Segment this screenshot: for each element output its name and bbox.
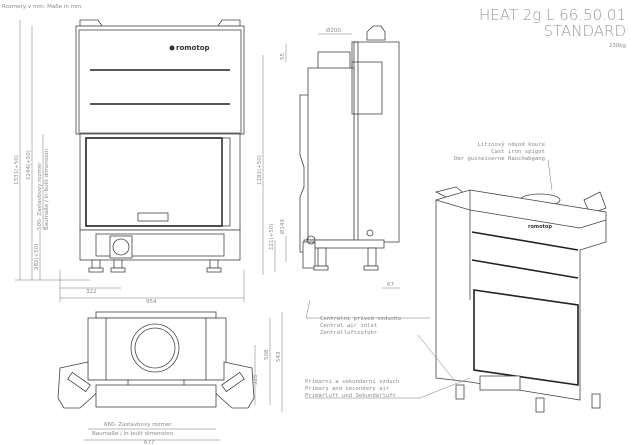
dim-base: 282(+50) [34,244,40,270]
perspective-logo: romotop [528,224,552,230]
top-view [57,311,283,441]
dim-total-height: 1331(+50) [14,155,20,185]
dim-677: 677 [144,440,155,445]
brand-logo: romotop [176,44,210,52]
dim-inlet-diameter: Ø149 [279,219,286,234]
callout-primary-air-cz: Primarni a sekundarni vzduch [305,379,399,385]
dim-inbuilt-front-1: 500- Zastavbovy rozmer [37,162,43,230]
model-title: HEAT 2g L 66.50.01 [479,6,626,24]
dim-325: 325 [253,374,259,385]
callout-spigot-cz: Litinový odvod koure [478,141,546,148]
weight-label: 230kg [609,43,626,49]
dim-flue-diameter: Ø200 [326,27,341,34]
dim-inbuilt-top-1: 660- Zastavbovy rozmer [104,422,172,428]
dim-67: 67 [387,282,394,288]
dim-543: 543 [276,351,282,362]
side-view [262,25,400,289]
units-note: Rozmery v mm; Maße in mm [2,4,81,10]
dim-side-height: 1181(+50) [257,155,263,185]
dim-inbuilt-front-2: Baumaße / In-built dimension [44,148,50,230]
dim-height-2: 1244(+50) [26,150,32,180]
dim-inlet-height: 121(+50) [269,224,275,250]
callout-primary-air-de: Primärluft und Sekundärluft [305,393,396,399]
dim-55: 55 [280,53,286,60]
front-dimensions [15,20,245,302]
callout-central-air-de: Zentralluftzufuhr [320,330,378,336]
callout-central-air-en: Central air inlet [320,323,377,329]
dim-inbuilt-top-2: Baumaße / In-built dimension [92,431,174,437]
front-view: romotop [75,19,245,273]
callout-primary-air-en: Primary and secondary air [305,386,390,392]
dim-width: 954 [146,299,157,305]
perspective-view: romotop [305,159,607,413]
dim-508: 508 [264,349,270,360]
callout-spigot-de: Der gusseiserne Rauchabgang [454,156,545,162]
dim-322: 322 [86,289,97,295]
callout-spigot-en: Cast iron spigot [491,149,545,155]
callout-central-air-cz: Centralni privod vzduchu [320,316,401,322]
variant-title: STANDARD [543,22,626,40]
